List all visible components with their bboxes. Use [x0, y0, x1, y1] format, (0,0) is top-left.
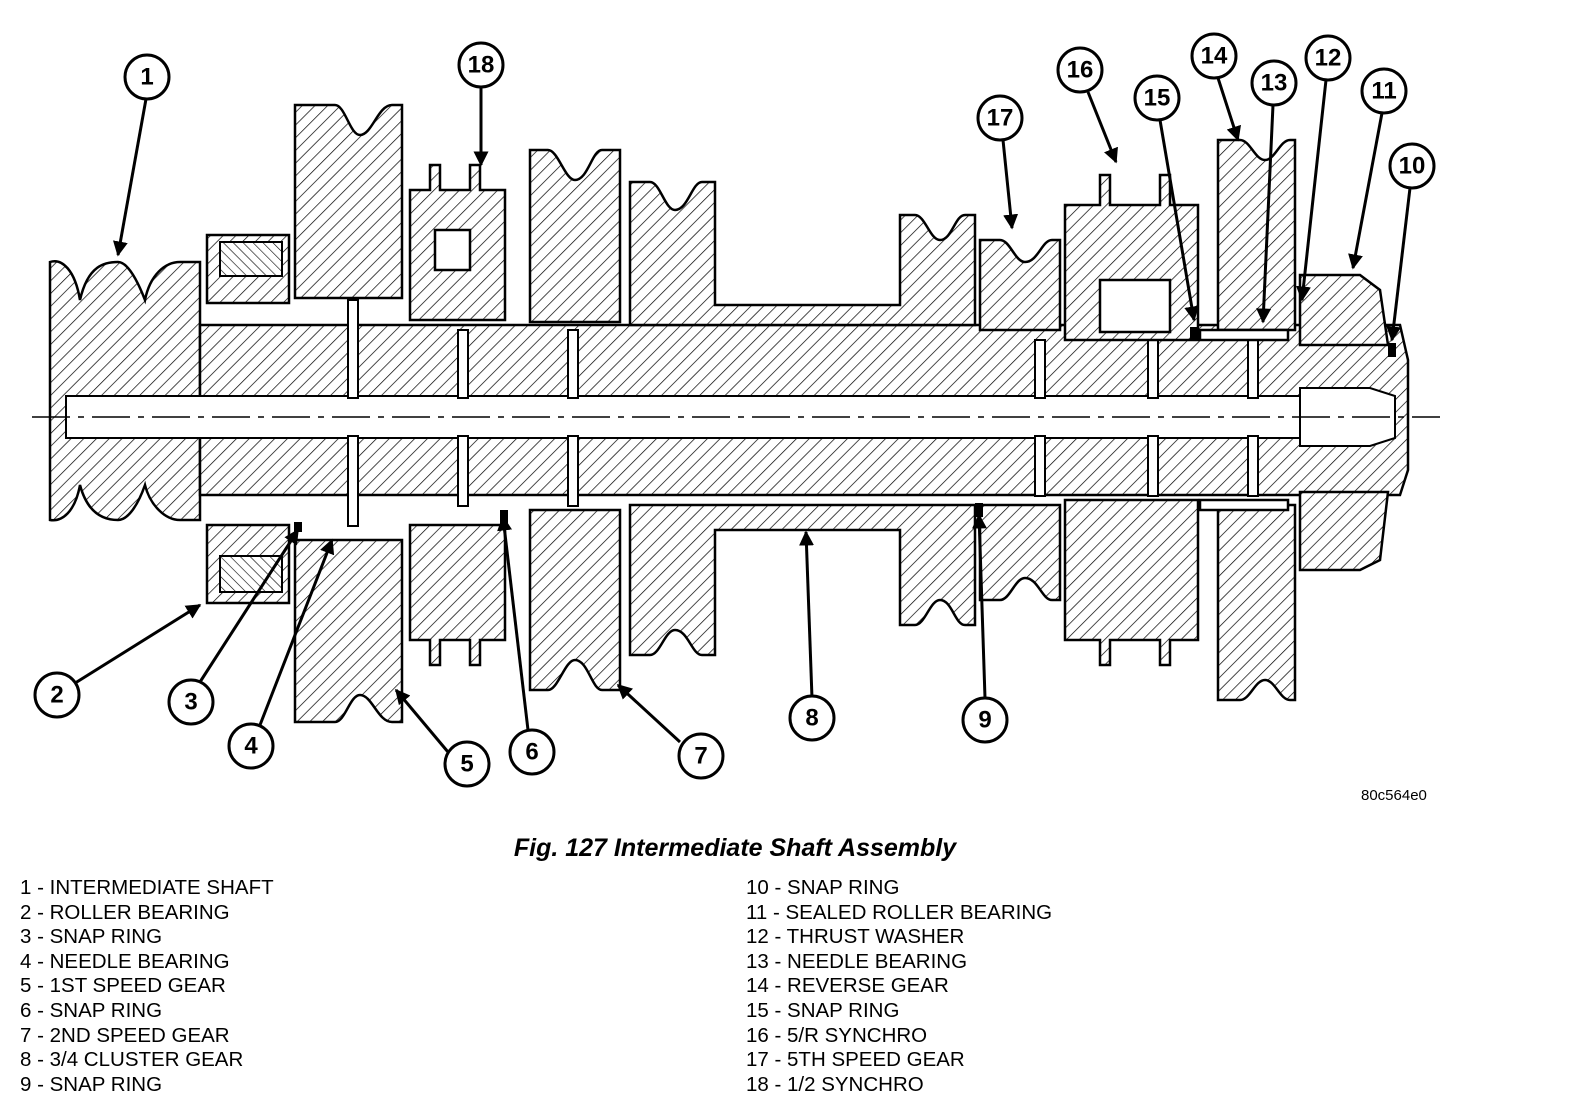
svg-text:2: 2: [50, 682, 63, 709]
callout-3: 3: [167, 678, 215, 726]
legend-item: 11 - SEALED ROLLER BEARING: [746, 900, 1053, 924]
svg-text:11: 11: [1371, 78, 1396, 105]
legend-item: 2 - ROLLER BEARING: [20, 900, 230, 924]
svg-text:1: 1: [140, 64, 153, 91]
one-two-synchro: [408, 163, 507, 667]
snap-ring-10: [1388, 343, 1396, 357]
figure-code: 80c564e0: [1361, 787, 1427, 804]
callout-2: 2: [33, 671, 81, 719]
legend-item: 13 - NEEDLE BEARING: [746, 949, 968, 973]
roller-bearing: [205, 233, 291, 605]
legend-item: 12 - THRUST WASHER: [746, 925, 965, 949]
callout-1: 1: [123, 53, 171, 101]
legend-item: 1 - INTERMEDIATE SHAFT: [20, 876, 274, 899]
reverse-gear: [1198, 138, 1297, 702]
callout-10: 10: [1388, 142, 1436, 190]
callout-12: 12: [1304, 34, 1352, 82]
legend-item: 5 - 1ST SPEED GEAR: [20, 974, 226, 998]
legend-item: 14 - REVERSE GEAR: [746, 974, 949, 998]
callout-18: 18: [457, 41, 505, 89]
svg-text:17: 17: [987, 105, 1014, 132]
svg-text:16: 16: [1067, 57, 1094, 84]
first-speed-gear: [293, 103, 404, 724]
second-speed-gear: [528, 148, 622, 692]
callout-9: 9: [961, 696, 1009, 744]
legend-item: 18 - 1/2 SYNCHRO: [746, 1072, 924, 1096]
legend-item: 15 - SNAP RING: [746, 998, 900, 1022]
intermediate-shaft-diagram: 1 2 3 4 5 6 7 8 9 10 11 12 13 14 15 16 1…: [32, 32, 1440, 788]
three-four-cluster-gear: [628, 180, 977, 657]
legend-item: 4 - NEEDLE BEARING: [20, 949, 230, 973]
svg-text:18: 18: [468, 52, 495, 79]
svg-text:7: 7: [694, 743, 707, 770]
svg-text:13: 13: [1261, 70, 1288, 97]
svg-text:3: 3: [184, 689, 197, 716]
snap-ring-3: [294, 522, 302, 532]
callout-17: 17: [976, 94, 1024, 142]
svg-text:5: 5: [460, 751, 473, 778]
callout-15: 15: [1133, 74, 1181, 122]
five-reverse-synchro: [1063, 173, 1200, 667]
legend-right-column: 10 - SNAP RING 11 - SEALED ROLLER BEARIN…: [746, 876, 1052, 1097]
legend-item: 10 - SNAP RING: [746, 876, 900, 899]
figure-caption: Fig. 127 Intermediate Shaft Assembly: [513, 834, 957, 862]
legend-item: 8 - 3/4 CLUSTER GEAR: [20, 1048, 244, 1072]
snap-ring-15: [1190, 327, 1198, 341]
callout-14: 14: [1190, 32, 1238, 80]
svg-text:6: 6: [525, 739, 538, 766]
legend-item: 17 - 5TH SPEED GEAR: [746, 1048, 965, 1072]
svg-text:14: 14: [1201, 43, 1228, 70]
callout-5: 5: [443, 740, 491, 788]
svg-text:12: 12: [1315, 45, 1342, 72]
legend-item: 6 - SNAP RING: [20, 998, 163, 1022]
svg-text:8: 8: [805, 705, 818, 732]
callout-4: 4: [227, 722, 275, 770]
callout-6: 6: [508, 728, 556, 776]
legend-item: 9 - SNAP RING: [20, 1072, 163, 1096]
callout-8: 8: [788, 694, 836, 742]
svg-text:4: 4: [244, 733, 258, 760]
legend-item: 7 - 2ND SPEED GEAR: [20, 1023, 230, 1047]
svg-text:9: 9: [978, 707, 991, 734]
sealed-roller-bearing: [1298, 273, 1390, 572]
intermediate-shaft: [48, 260, 1410, 527]
callout-13: 13: [1250, 59, 1298, 107]
legend-item: 16 - 5/R SYNCHRO: [746, 1023, 928, 1047]
svg-text:15: 15: [1144, 85, 1171, 112]
callout-16: 16: [1056, 46, 1104, 94]
callout-7: 7: [677, 732, 725, 780]
legend-item: 3 - SNAP RING: [20, 925, 163, 949]
svg-text:10: 10: [1399, 153, 1426, 180]
leader-lines: [71, 77, 1412, 753]
legend-left-column: 1 - INTERMEDIATE SHAFT 2 - ROLLER BEARIN…: [20, 876, 274, 1097]
snap-ring-9: [975, 503, 983, 517]
callout-11: 11: [1360, 67, 1408, 115]
fifth-speed-gear: [978, 238, 1062, 602]
